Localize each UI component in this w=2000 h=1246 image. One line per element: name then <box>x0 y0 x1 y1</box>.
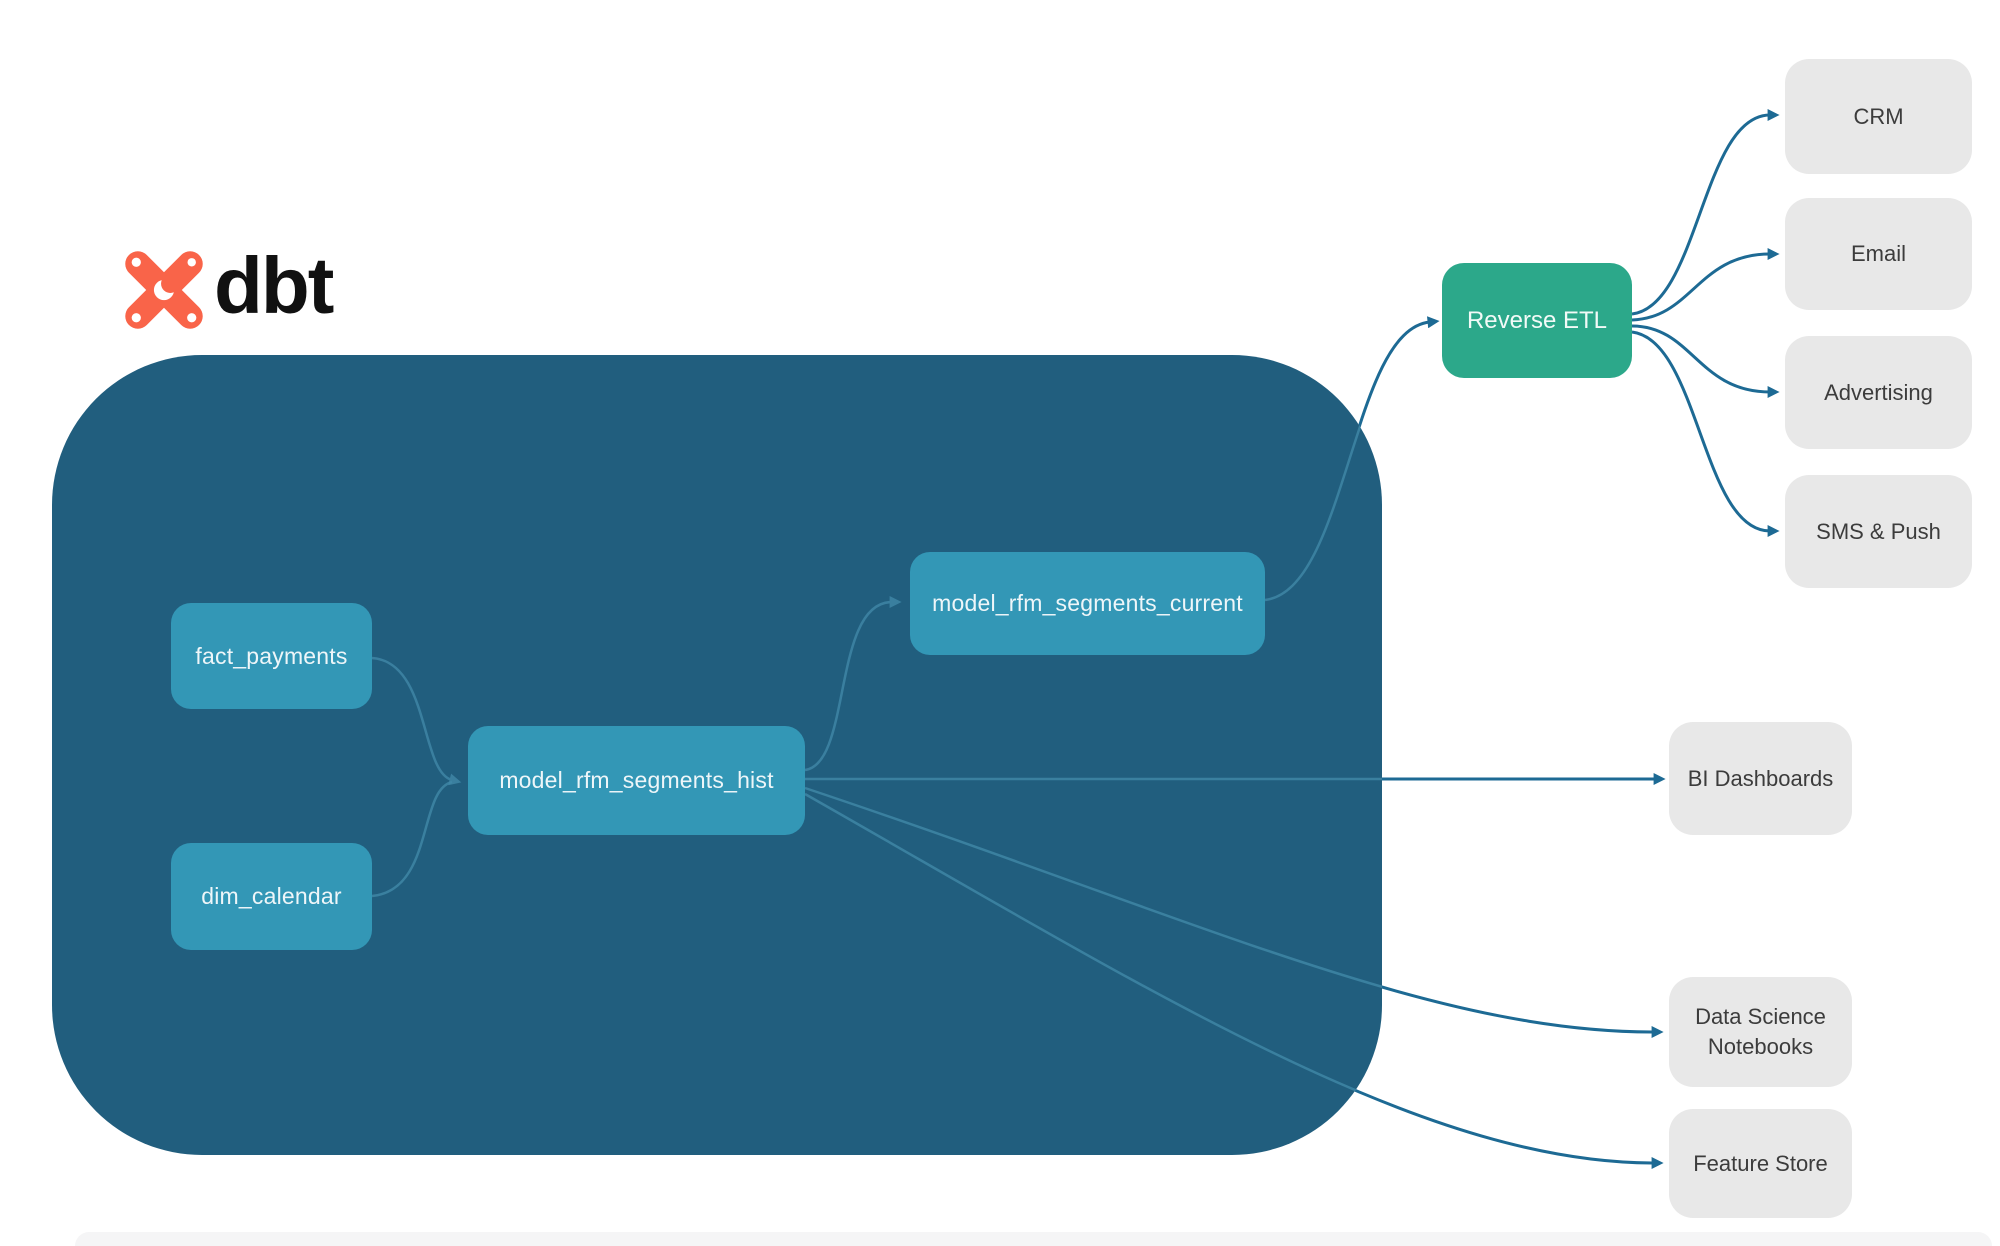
dbt-logo-text: dbt <box>214 241 334 330</box>
node-model-rfm-segments-hist: model_rfm_segments_hist <box>468 726 805 835</box>
dest-feature-store: Feature Store <box>1669 1109 1852 1218</box>
node-label: model_rfm_segments_current <box>932 590 1243 616</box>
dest-crm: CRM <box>1785 59 1972 174</box>
dest-sms-push: SMS & Push <box>1785 475 1972 588</box>
dest-label: Data Science Notebooks <box>1695 1004 1826 1059</box>
node-reverse-etl: Reverse ETL <box>1442 263 1632 378</box>
node-dim-calendar: dim_calendar <box>171 843 372 950</box>
dest-email: Email <box>1785 198 1972 310</box>
dest-bi-dashboards: BI Dashboards <box>1669 722 1852 835</box>
node-label: model_rfm_segments_hist <box>499 767 774 793</box>
edge-reverse-etl-to-email <box>1631 248 1780 322</box>
dest-label: Advertising <box>1824 379 1933 405</box>
dest-data-science-notebooks: Data Science Notebooks <box>1669 977 1852 1087</box>
dest-label: BI Dashboards <box>1687 765 1834 791</box>
dest-label: CRM <box>1853 103 1904 129</box>
edge-reverse-etl-to-crm <box>1631 109 1780 316</box>
node-label: Reverse ETL <box>1466 306 1608 334</box>
dest-advertising: Advertising <box>1785 336 1972 449</box>
next-section-edge <box>75 1232 1992 1246</box>
edge-reverse-etl-to-advertising <box>1631 324 1780 398</box>
dbt-logo: dbt <box>122 241 334 332</box>
edge-reverse-etl-to-sms-push <box>1631 330 1780 537</box>
dest-label: SMS & Push <box>1816 518 1941 544</box>
node-label: dim_calendar <box>201 883 342 909</box>
node-label: fact_payments <box>195 642 348 669</box>
node-fact-payments: fact_payments <box>171 603 372 709</box>
dest-label: Email <box>1850 241 1906 267</box>
dbt-star-icon <box>125 251 203 329</box>
node-model-rfm-segments-current: model_rfm_segments_current <box>910 552 1265 655</box>
dest-label: Feature Store <box>1693 1150 1828 1176</box>
